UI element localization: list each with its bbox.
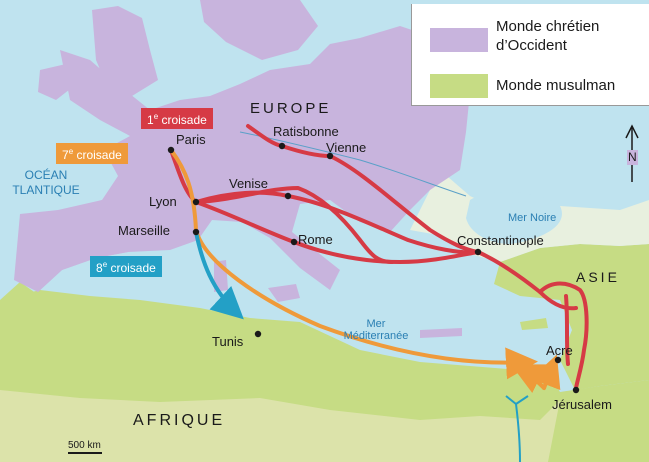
- legend-swatch-christian: [430, 28, 488, 52]
- sea-label-med-line1: Mer: [366, 318, 386, 330]
- legend-swatch-muslim: [430, 74, 488, 98]
- city-dot-lyon: [192, 198, 200, 206]
- city-label-constantinople: Constantinople: [457, 233, 544, 248]
- muslim-world-asia: [494, 244, 649, 390]
- city-dot-venise: [284, 192, 292, 200]
- city-label-vienne: Vienne: [326, 140, 367, 155]
- crusade-7-tag: 7e croisade: [56, 143, 128, 164]
- city-dots: [167, 142, 580, 394]
- city-dot-acre: [554, 356, 562, 364]
- north-letter: N: [627, 150, 638, 165]
- city-label-tunis: Tunis: [212, 334, 244, 349]
- city-label-marseille: Marseille: [118, 223, 171, 238]
- sea-label-mediterranean: Mer Méditerranée: [336, 318, 416, 342]
- city-dot-ratisbonne: [278, 142, 286, 150]
- city-dot-tunis: [254, 330, 262, 338]
- city-label-venise: Venise: [229, 176, 269, 191]
- sicily: [268, 284, 300, 302]
- route-crusade-8: [194, 230, 244, 320]
- scale-label: 500 km: [68, 440, 101, 451]
- ocean-label-line1: OCÉAN: [24, 168, 68, 182]
- ocean-label: OCÉAN TLANTIQUE: [6, 168, 86, 198]
- sea-label-med-line2: Méditerranée: [343, 330, 409, 342]
- other-land-africa: [0, 390, 560, 462]
- muslim-world-spain: [0, 282, 40, 304]
- christian-world-mainland: [20, 26, 470, 292]
- city-label-ratisbonne: Ratisbonne: [273, 124, 339, 139]
- black-sea: [466, 192, 562, 244]
- city-label-paris: Paris: [176, 132, 206, 147]
- christian-world-scandinavia: [200, 0, 318, 60]
- city-label-jerusalem: Jérusalem: [552, 397, 612, 412]
- region-label-afrique: AFRIQUE: [133, 412, 226, 429]
- city-dot-jerusalem: [572, 386, 580, 394]
- route-crusade-7: [169, 148, 561, 394]
- crusade-8-tag: 8e croisade: [90, 256, 162, 277]
- legend-label-christian-line1: Monde chrétien: [496, 18, 600, 35]
- sea-label-black-sea: Mer Noire: [508, 212, 557, 224]
- christian-world-britain: [92, 6, 158, 96]
- city-label-rome: Rome: [298, 232, 333, 247]
- city-dot-marseille: [192, 228, 200, 236]
- scale-bar: [68, 452, 102, 454]
- region-label-europe: EUROPE: [250, 100, 332, 117]
- city-dot-constantinople: [474, 248, 482, 256]
- legend-label-muslim: Monde musulman: [496, 77, 616, 94]
- christian-world-spain: [14, 200, 128, 292]
- region-label-asie: ASIE: [576, 269, 620, 285]
- cyprus: [520, 318, 548, 330]
- legend-label-christian-line2: d’Occident: [496, 37, 567, 54]
- city-label-lyon: Lyon: [149, 194, 177, 209]
- city-dot-rome: [290, 238, 298, 246]
- city-dot-paris: [167, 146, 175, 154]
- crusade-1-tag: 1e croisade: [141, 108, 213, 129]
- river-nile: [505, 395, 529, 462]
- ocean-label-line2: TLANTIQUE: [12, 183, 80, 197]
- crete: [420, 328, 462, 338]
- map-legend: Monde chrétien d’Occident Monde musulman: [411, 4, 649, 106]
- river-danube: [239, 131, 467, 197]
- city-dot-vienne: [326, 152, 334, 160]
- city-label-acre: Acre: [546, 343, 573, 358]
- christian-world-ireland: [38, 64, 74, 100]
